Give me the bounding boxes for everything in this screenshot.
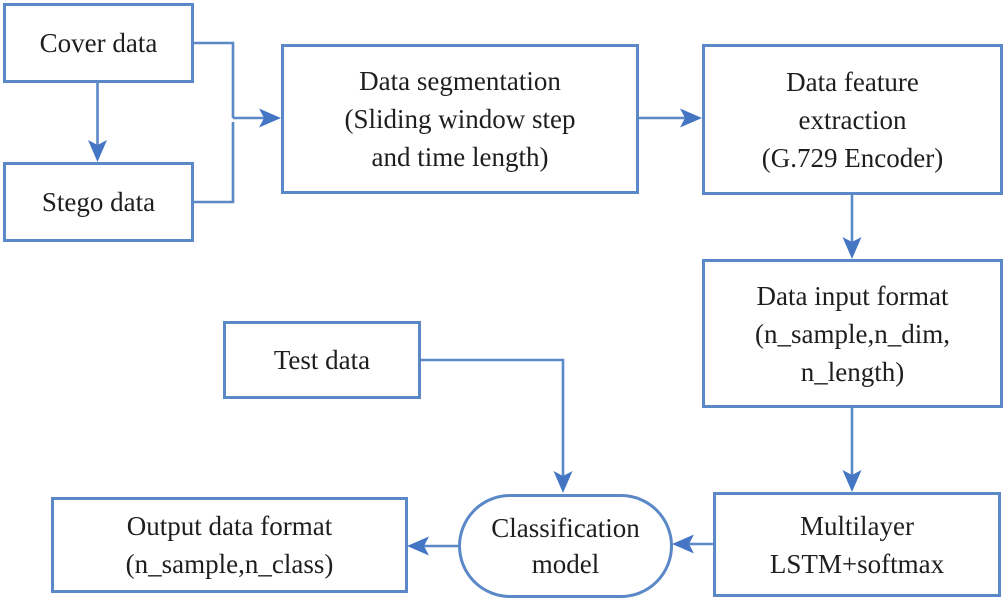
node-data-input-format-line3: n_length) — [800, 356, 905, 387]
edge-test-to-classification-line — [420, 358, 565, 477]
node-cover-data: Cover data — [3, 3, 194, 83]
edge-junction-to-segmentation-arrowhead — [259, 108, 281, 128]
edge-segmentation-to-feature — [638, 108, 702, 128]
node-classification-model-line1: Classification — [491, 513, 640, 543]
node-data-segmentation-line3: and time length) — [371, 142, 549, 172]
edge-segmentation-to-feature-arrowhead — [680, 108, 702, 128]
edge-input-to-multilayer-arrowhead — [842, 470, 862, 492]
node-data-segmentation: Data segmentation (Sliding window step a… — [281, 44, 639, 194]
node-data-input-format-line2: (n_sample,n_dim, — [755, 318, 950, 349]
node-multilayer-lstm-softmax-line1: Multilayer — [800, 510, 914, 541]
node-data-segmentation-line2: (Sliding window step — [344, 104, 576, 134]
node-output-data-format-line2: (n_sample,n_class) — [125, 549, 334, 579]
edge-classification-to-output — [407, 536, 458, 556]
node-output-data-format-line1: Output data format — [126, 511, 333, 541]
edge-multilayer-to-classification — [672, 534, 713, 554]
edge-cover-to-junction — [193, 41, 235, 118]
node-multilayer-lstm-softmax-line2: LSTM+softmax — [769, 548, 945, 579]
edge-test-to-classification-arrowhead — [553, 471, 573, 493]
node-output-data-format: Output data format (n_sample,n_class) — [51, 497, 408, 593]
edge-multilayer-to-classification-arrowhead — [672, 534, 694, 554]
edge-cover-to-stego-arrowhead — [88, 140, 107, 162]
node-cover-data-label: Cover data — [39, 28, 158, 58]
node-stego-data-label: Stego data — [41, 187, 156, 217]
edge-feature-to-input — [842, 194, 862, 259]
node-classification-model: Classification model — [458, 494, 673, 598]
edge-stego-to-junction — [193, 122, 235, 204]
edge-feature-to-input-arrowhead — [842, 237, 862, 259]
node-data-feature-extraction: Data feature extraction (G.729 Encoder) — [702, 44, 1003, 195]
node-classification-model-line2: model — [531, 549, 600, 579]
node-multilayer-lstm-softmax: Multilayer LSTM+softmax — [713, 492, 1001, 597]
node-data-input-format: Data input format (n_sample,n_dim, n_len… — [702, 259, 1003, 408]
node-data-feature-extraction-line3: (G.729 Encoder) — [761, 142, 944, 173]
node-data-feature-extraction-line1: Data feature — [786, 66, 919, 97]
node-data-input-format-line1: Data input format — [756, 280, 949, 311]
edge-input-to-multilayer — [842, 407, 862, 492]
node-test-data-label: Test data — [273, 345, 371, 375]
edge-junction-to-segmentation — [233, 108, 281, 128]
edge-stego-elbow-line — [193, 122, 235, 204]
node-test-data: Test data — [223, 321, 421, 399]
edge-cover-elbow-line — [193, 41, 235, 118]
node-data-segmentation-line1: Data segmentation — [359, 66, 561, 96]
edge-classification-to-output-arrowhead — [407, 536, 429, 556]
node-stego-data: Stego data — [3, 162, 194, 242]
node-data-feature-extraction-line2: extraction — [798, 104, 907, 135]
edge-cover-to-stego — [88, 82, 107, 162]
edge-test-to-classification — [420, 358, 573, 493]
